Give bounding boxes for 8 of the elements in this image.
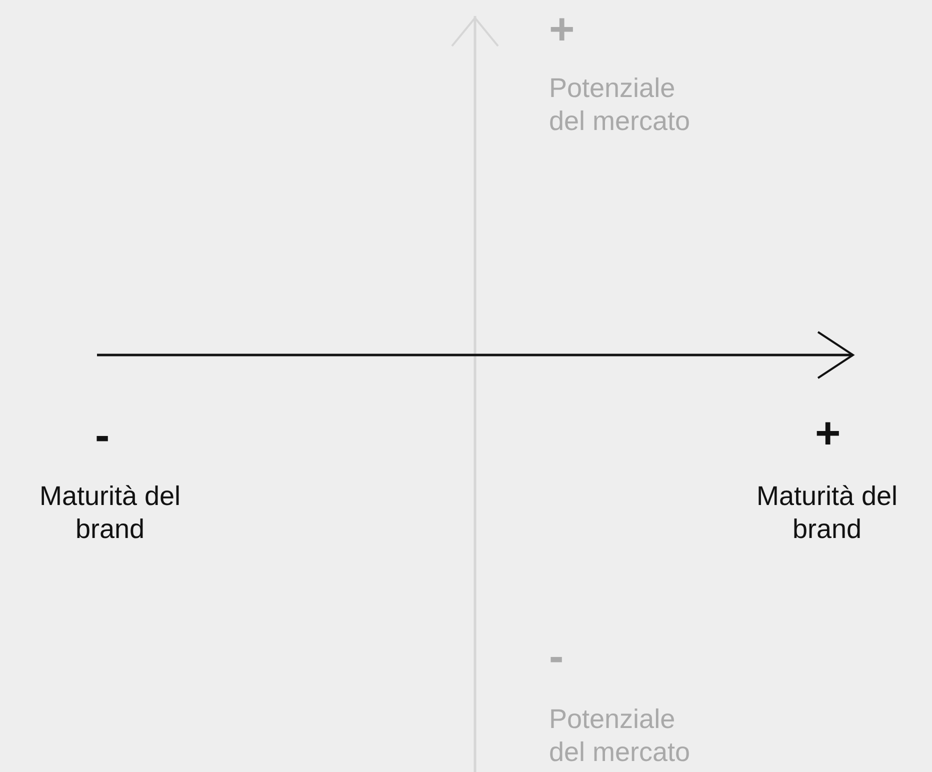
sign-label: -: [549, 637, 565, 677]
sign-label: -: [95, 416, 111, 456]
axis-label: Potenziale del mercato: [549, 703, 692, 769]
sign-label: +: [549, 10, 576, 50]
axis-label: Maturità del brand: [38, 480, 182, 546]
sign-label: +: [815, 414, 842, 454]
axis-label: Maturità del brand: [755, 480, 899, 546]
axis-label: Potenziale del mercato: [549, 72, 692, 138]
